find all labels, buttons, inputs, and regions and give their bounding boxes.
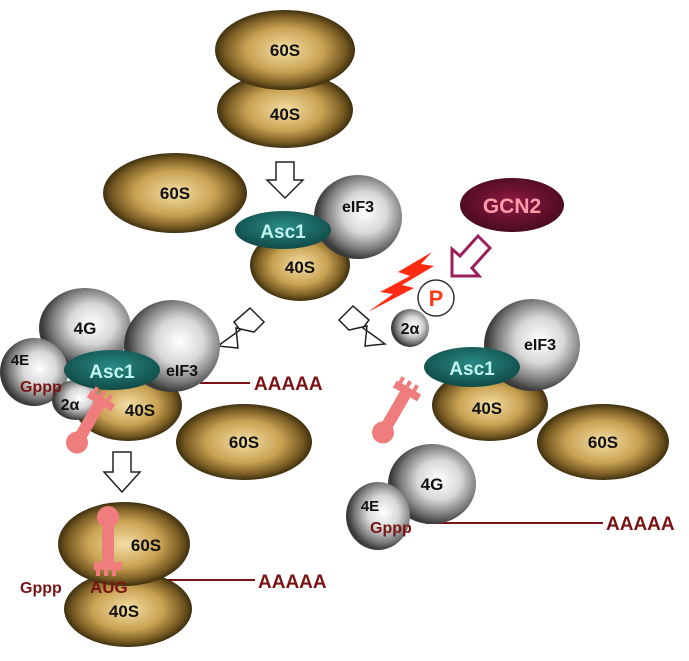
middle-60s-label: 60S bbox=[229, 433, 259, 452]
right-asc1 bbox=[424, 347, 520, 387]
free-60s-subunit bbox=[103, 153, 247, 233]
gcn2-phospho-arrow-icon bbox=[450, 233, 493, 278]
bottom-polya-label: AAAAA bbox=[258, 572, 327, 593]
right-40s-complex: eIF3 Asc1 40S bbox=[372, 299, 580, 444]
bottom-aug-label: AUG bbox=[90, 578, 128, 597]
right-branch-arrow-icon bbox=[337, 304, 387, 347]
right-initiator-trna-icon bbox=[372, 376, 422, 444]
top-60s-label: 60S bbox=[270, 41, 300, 60]
down-arrow-icon bbox=[265, 161, 305, 200]
center-asc1-label: Asc1 bbox=[260, 222, 306, 243]
center-eif3 bbox=[314, 175, 402, 259]
right-eif4g-label: 4G bbox=[421, 475, 444, 494]
left-asc1 bbox=[64, 350, 160, 390]
bottom-40s-label: 40S bbox=[109, 602, 139, 621]
center-40s-complex: 40S eIF3 Asc1 bbox=[235, 175, 402, 301]
right-eif4g bbox=[388, 444, 476, 524]
gcn2-ellipse bbox=[460, 178, 564, 232]
left-gppp-label: Gppp bbox=[20, 379, 62, 396]
right-60s-subunit bbox=[537, 404, 669, 480]
left-asc1-label: Asc1 bbox=[89, 362, 135, 383]
free-60s-label: 60S bbox=[160, 184, 190, 203]
left-eif2-alpha-label: 2α bbox=[61, 397, 80, 414]
center-eif3-label: eIF3 bbox=[342, 199, 374, 216]
eif2-alpha-circle bbox=[391, 309, 429, 347]
middle-60s-subunit bbox=[176, 404, 312, 480]
left-eif4g bbox=[39, 288, 131, 368]
left-48s-complex: AAAAA 4G eIF3 4E Gppp 2α Asc1 40S bbox=[0, 288, 323, 454]
eif2-alpha-phosphorylated: 2α P bbox=[391, 279, 455, 347]
gcn2-kinase: GCN2 bbox=[460, 178, 564, 232]
left-branch-arrow-icon bbox=[216, 306, 266, 349]
right-eif4e-label: 4E bbox=[361, 498, 379, 515]
right-cap-complex: AAAAA 4G 4E Gppp bbox=[346, 444, 675, 550]
bottom-40s-subunit bbox=[64, 571, 192, 647]
left-initiator-trna-icon bbox=[66, 386, 116, 454]
left-40s-label: 40S bbox=[125, 401, 155, 420]
right-gppp-label: Gppp bbox=[370, 520, 412, 537]
bottom-gppp-label: Gppp bbox=[20, 580, 62, 597]
free-60s-right: 60S bbox=[537, 404, 669, 480]
left-down-arrow-icon bbox=[102, 451, 142, 494]
top-60s-subunit bbox=[215, 10, 355, 90]
right-polya-label: AAAAA bbox=[606, 514, 675, 535]
left-eif3-label: eIF3 bbox=[166, 363, 198, 380]
stress-lightning-icon bbox=[368, 252, 434, 312]
bottom-80s-complex: AAAAA 60S 40S Gppp AUG bbox=[20, 502, 327, 647]
gcn2-label: GCN2 bbox=[483, 195, 541, 218]
left-eif4e-label: 4E bbox=[11, 352, 29, 369]
phosphate-label: P bbox=[429, 286, 444, 311]
left-polya-label: AAAAA bbox=[254, 374, 323, 395]
bottom-initiator-trna-icon bbox=[94, 506, 122, 576]
free-60s-left: 60S bbox=[103, 153, 247, 233]
bottom-60s-label: 60S bbox=[131, 536, 161, 555]
right-eif3-label: eIF3 bbox=[524, 337, 556, 354]
center-40s-label: 40S bbox=[285, 258, 315, 277]
top-40s-label: 40S bbox=[270, 105, 300, 124]
left-eif4e bbox=[0, 338, 68, 406]
eif2-alpha-label: 2α bbox=[401, 321, 420, 338]
center-asc1 bbox=[235, 211, 331, 249]
right-40s-label: 40S bbox=[472, 399, 502, 418]
top-80s-ribosome: 60S 40S bbox=[215, 10, 355, 148]
right-60s-label: 60S bbox=[588, 433, 618, 452]
top-40s-subunit bbox=[217, 72, 353, 148]
phosphate-circle bbox=[417, 279, 455, 317]
bottom-60s-subunit bbox=[58, 502, 190, 586]
left-eif4g-label: 4G bbox=[74, 319, 97, 338]
right-asc1-label: Asc1 bbox=[449, 359, 495, 380]
right-eif4e bbox=[346, 482, 410, 550]
free-60s-middle: 60S bbox=[176, 404, 312, 480]
left-eif2-alpha bbox=[52, 380, 100, 420]
